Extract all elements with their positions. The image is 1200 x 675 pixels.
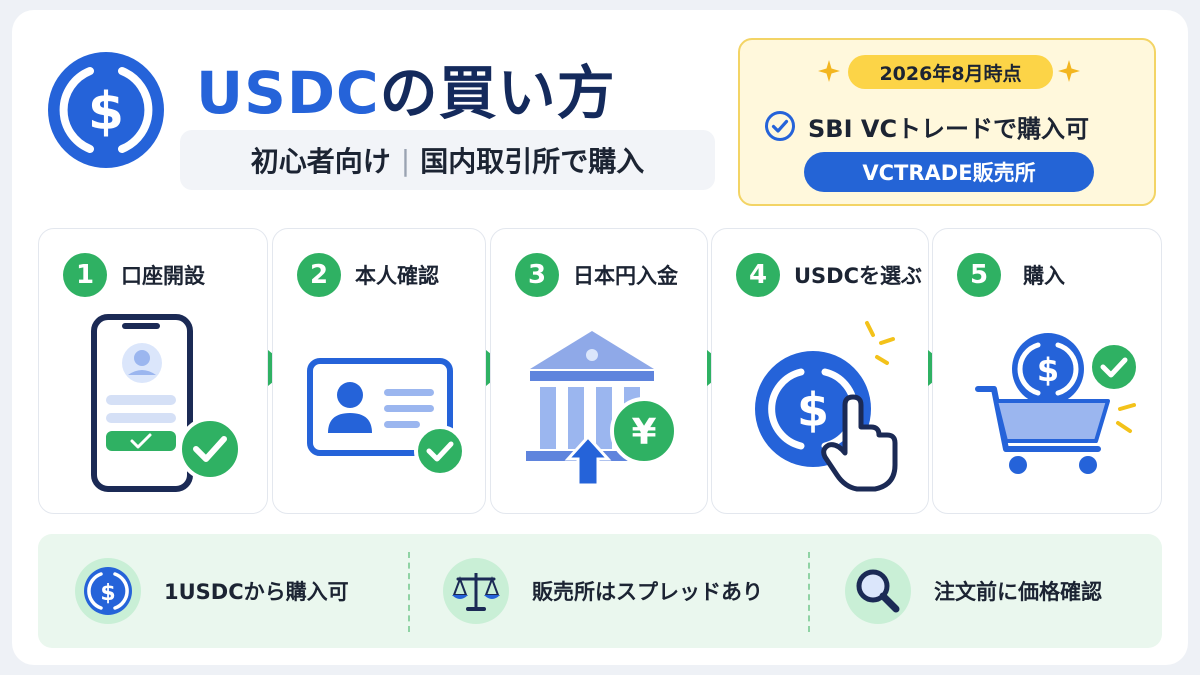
tip-item-1: $ 1USDCから購入可 xyxy=(74,556,349,626)
step-label: 本人確認 xyxy=(355,264,439,288)
step-label: 口座開設 xyxy=(121,264,205,288)
svg-text:$: $ xyxy=(797,383,829,437)
venue-badge: VCTRADE販売所 xyxy=(804,152,1094,192)
tip-label: 1USDCから購入可 xyxy=(164,580,349,604)
step-card-1: 1 口座開設 xyxy=(38,228,268,514)
date-badge: 2026年8月時点 xyxy=(848,55,1053,89)
title-jp: の買い方 xyxy=(379,59,616,127)
availability-line: SBI VCトレードで購入可 xyxy=(764,104,1144,148)
id-card-check-icon xyxy=(307,358,466,477)
step-label: 日本円入金 xyxy=(573,264,678,288)
availability-notice: 2026年8月時点 SBI VCトレードで購入可 VCTRADE販売所 xyxy=(738,38,1156,206)
usdc-logo-icon: $ xyxy=(48,52,164,168)
step-card-3: 3 日本円入金 ¥ xyxy=(490,228,708,514)
usdc-coin-tap-icon: $ xyxy=(755,321,898,492)
subtitle-left: 初心者向け xyxy=(250,145,391,178)
usdc-coin-icon: $ xyxy=(75,558,141,624)
step-card-4: 4 USDCを選ぶ $ xyxy=(711,228,929,514)
tip-item-3: 注文前に価格確認 xyxy=(844,556,1102,626)
subtitle-right: 国内取引所で購入 xyxy=(420,145,645,178)
magnifier-icon xyxy=(845,558,911,624)
step-number: 3 xyxy=(515,253,559,297)
check-circle-icon xyxy=(765,111,795,141)
divider xyxy=(408,552,410,632)
svg-text:$: $ xyxy=(100,581,115,606)
svg-text:$: $ xyxy=(1037,351,1059,389)
step-number: 5 xyxy=(957,253,1001,297)
step-card-5: 5 購入 $ xyxy=(932,228,1162,514)
page-title: USDCの買い方 xyxy=(196,46,616,130)
subtitle: 初心者向け | 国内取引所で購入 xyxy=(180,130,715,190)
divider xyxy=(808,552,810,632)
smartphone-signup-icon xyxy=(91,314,242,492)
shopping-cart-coin-icon: $ xyxy=(975,333,1140,474)
tips-panel: $ 1USDCから購入可 販売所はスプレッドあり 注文前に価格確認 xyxy=(38,534,1162,648)
step-number: 2 xyxy=(297,253,341,297)
tip-item-2: 販売所はスプレッドあり xyxy=(442,556,763,626)
step-number: 4 xyxy=(736,253,780,297)
balance-scale-icon xyxy=(443,558,509,624)
sparkle-icon xyxy=(1058,60,1080,82)
svg-text:¥: ¥ xyxy=(631,412,656,453)
availability-text: SBI VCトレードで購入可 xyxy=(808,114,1090,143)
tip-label: 注文前に価格確認 xyxy=(934,580,1102,604)
bank-yen-deposit-icon: ¥ xyxy=(526,331,678,487)
svg-text:$: $ xyxy=(88,82,124,142)
step-number: 1 xyxy=(63,253,107,297)
step-card-2: 2 本人確認 xyxy=(272,228,486,514)
step-label: 購入 xyxy=(1023,264,1065,288)
title-latin: USDC xyxy=(196,59,380,127)
sparkle-icon xyxy=(818,60,840,82)
subtitle-separator: | xyxy=(400,143,411,177)
step-label: USDCを選ぶ xyxy=(794,264,923,288)
tip-label: 販売所はスプレッドあり xyxy=(532,580,763,604)
